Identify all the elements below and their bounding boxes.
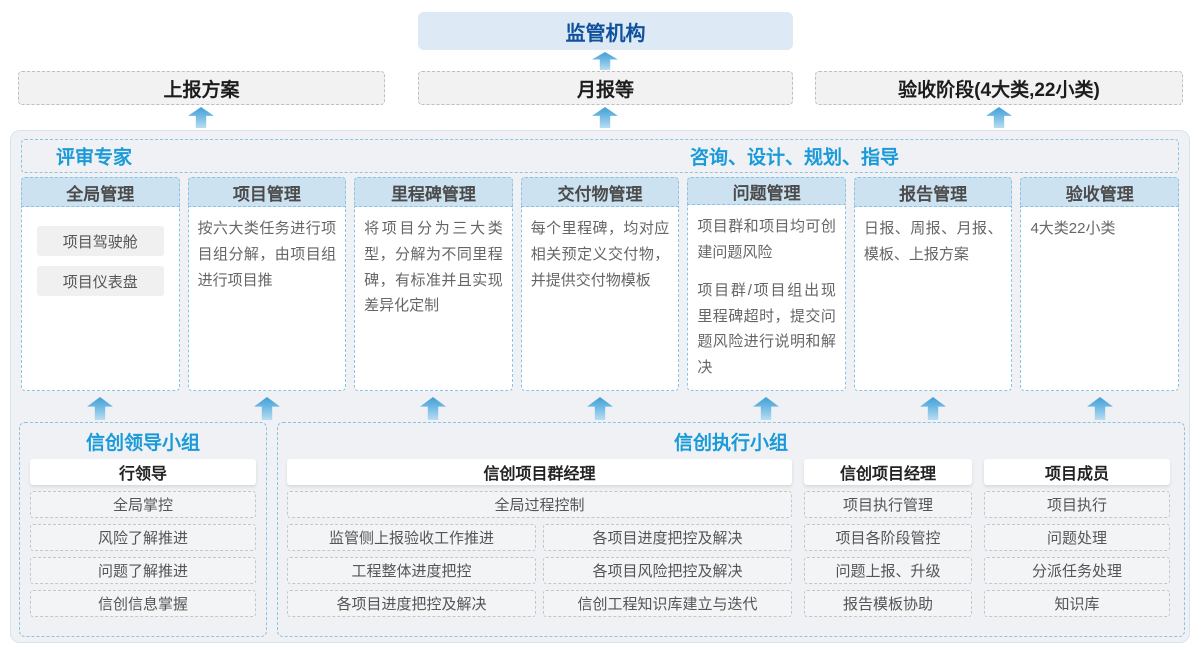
- column-deliverable-mgmt: 交付物管理 每个里程碑，均对应相关预定义交付物，并提供交付物模板: [520, 177, 680, 391]
- column-project-mgmt: 项目管理 按六大类任务进行项目组分解，由项目组进行项目推: [187, 177, 347, 391]
- task-item: 知识库: [984, 590, 1170, 617]
- column-title: 全局管理: [21, 177, 180, 207]
- column-description: 日报、周报、月报、模板、上报方案: [863, 220, 1003, 263]
- program-manager-tasks: 全局过程控制 监管侧上报验收工作推进 各项目进度把控及解决 工程整体进度把控 各…: [287, 485, 792, 617]
- column-body: 将项目分为三大类型，分解为不同里程碑，有标准并且实现差异化定制: [354, 207, 513, 391]
- monthly-report-box: 月报等: [418, 71, 793, 105]
- task-item: 问题处理: [984, 524, 1170, 551]
- exec-group-title: 信创执行小组: [673, 433, 788, 454]
- task-item: 问题了解推进: [30, 557, 256, 584]
- task-item: 信创信息掌握: [30, 590, 256, 617]
- regulator-box: 监管机构: [418, 12, 793, 50]
- task-item: 项目执行管理: [804, 491, 972, 518]
- column-title: 验收管理: [1020, 177, 1180, 207]
- management-columns: 全局管理 项目驾驶舱 项目仪表盘 项目管理 按六大类任务进行项目组分解，由项目组…: [21, 177, 1180, 391]
- task-item: 各项目进度把控及解决: [543, 524, 792, 551]
- project-member-column: 项目成员 项目执行 问题处理 分派任务处理 知识库: [984, 459, 1170, 617]
- acceptance-phase-box: 验收阶段(4大类,22小类): [815, 71, 1183, 105]
- task-item: 全局掌控: [30, 491, 256, 518]
- platform-container: 评审专家 咨询、设计、规划、指导 全局管理 项目驾驶舱 项目仪表盘 项目管理 按…: [10, 130, 1190, 643]
- task-item: 风险了解推进: [30, 524, 256, 551]
- up-arrow-icon: [592, 107, 618, 128]
- up-arrow-icon: [420, 397, 446, 420]
- up-arrow-icon: [254, 397, 280, 420]
- monthly-report-label: 月报等: [576, 79, 634, 101]
- column-acceptance-mgmt: 验收管理 4大类22小类: [1020, 177, 1180, 391]
- column-global-mgmt: 全局管理 项目驾驶舱 项目仪表盘: [21, 177, 180, 391]
- role-pill: 信创项目经理: [804, 459, 972, 485]
- column-body: 4大类22小类: [1020, 207, 1180, 391]
- acceptance-phase-label: 验收阶段(4大类,22小类): [898, 79, 1100, 101]
- task-item: 工程整体进度把控: [287, 557, 536, 584]
- up-arrow-icon: [592, 52, 618, 70]
- column-title: 里程碑管理: [354, 177, 513, 207]
- column-description: 将项目分为三大类型，分解为不同里程碑，有标准并且实现差异化定制: [364, 220, 503, 315]
- program-manager-column: 信创项目群经理 全局过程控制 监管侧上报验收工作推进 各项目进度把控及解决 工程…: [287, 459, 792, 617]
- task-item: 监管侧上报验收工作推进: [287, 524, 536, 551]
- task-item: 报告模板协助: [804, 590, 972, 617]
- column-description: 项目群/项目组出现里程碑超时，提交问题风险进行说明和解决: [697, 281, 836, 377]
- up-arrow-icon: [986, 107, 1012, 128]
- up-arrow-icon: [920, 397, 946, 420]
- review-advisory-strip: 评审专家 咨询、设计、规划、指导: [21, 139, 1179, 173]
- advisory-label: 咨询、设计、规划、指导: [690, 147, 900, 169]
- report-plan-box: 上报方案: [18, 71, 385, 105]
- task-item: 项目各阶段管控: [804, 524, 972, 551]
- up-arrow-icon: [188, 107, 214, 128]
- column-title: 问题管理: [687, 177, 846, 206]
- leader-group-content: 行领导 全局掌控 风险了解推进 问题了解推进 信创信息掌握: [30, 459, 256, 617]
- feature-pill: 项目驾驶舱: [37, 226, 164, 256]
- column-body: 按六大类任务进行项目组分解，由项目组进行项目推: [187, 207, 347, 391]
- column-description: 按六大类任务进行项目组分解，由项目组进行项目推: [197, 220, 337, 289]
- report-plan-label: 上报方案: [163, 79, 240, 101]
- up-arrow-icon: [753, 397, 779, 420]
- column-body: 每个里程碑，均对应相关预定义交付物，并提供交付物模板: [520, 207, 680, 391]
- task-item: 信创工程知识库建立与迭代: [543, 590, 792, 617]
- up-arrow-icon: [87, 397, 113, 420]
- up-arrow-icon: [1087, 397, 1113, 420]
- task-item: 各项目进度把控及解决: [287, 590, 536, 617]
- task-item: 项目执行: [984, 491, 1170, 518]
- project-manager-column: 信创项目经理 项目执行管理 项目各阶段管控 问题上报、升级 报告模板协助: [804, 459, 972, 617]
- column-issue-mgmt: 问题管理 项目群和项目均可创建问题风险 项目群/项目组出现里程碑超时，提交问题风…: [687, 177, 846, 391]
- column-body: 项目驾驶舱 项目仪表盘: [21, 207, 180, 391]
- review-expert-label: 评审专家: [56, 147, 133, 169]
- column-description: 项目群和项目均可创建问题风险: [697, 218, 836, 262]
- column-milestone-mgmt: 里程碑管理 将项目分为三大类型，分解为不同里程碑，有标准并且实现差异化定制: [354, 177, 513, 391]
- column-description: 4大类22小类: [1030, 220, 1116, 237]
- task-item: 全局过程控制: [287, 491, 792, 518]
- regulator-label: 监管机构: [565, 22, 646, 45]
- task-item: 各项目风险把控及解决: [543, 557, 792, 584]
- role-pill: 项目成员: [984, 459, 1170, 485]
- column-title: 交付物管理: [520, 177, 680, 207]
- role-pill: 信创项目群经理: [287, 459, 792, 485]
- column-description: 每个里程碑，均对应相关预定义交付物，并提供交付物模板: [530, 220, 670, 289]
- column-report-mgmt: 报告管理 日报、周报、月报、模板、上报方案: [853, 177, 1013, 391]
- role-pill: 行领导: [30, 459, 256, 485]
- exec-group-box: 信创执行小组 信创项目群经理 全局过程控制 监管侧上报验收工作推进 各项目进度把…: [277, 422, 1185, 637]
- column-title: 项目管理: [187, 177, 347, 207]
- leader-group-title: 信创领导小组: [85, 433, 200, 454]
- up-arrow-icon: [587, 397, 613, 420]
- task-item: 问题上报、升级: [804, 557, 972, 584]
- exec-group-content: 信创项目群经理 全局过程控制 监管侧上报验收工作推进 各项目进度把控及解决 工程…: [287, 459, 1170, 617]
- column-title: 报告管理: [853, 177, 1013, 207]
- leader-group-box: 信创领导小组 行领导 全局掌控 风险了解推进 问题了解推进 信创信息掌握: [19, 422, 267, 637]
- column-body: 日报、周报、月报、模板、上报方案: [853, 207, 1013, 391]
- column-body: 项目群和项目均可创建问题风险 项目群/项目组出现里程碑超时，提交问题风险进行说明…: [687, 205, 846, 391]
- feature-pill: 项目仪表盘: [37, 266, 164, 296]
- task-item: 分派任务处理: [984, 557, 1170, 584]
